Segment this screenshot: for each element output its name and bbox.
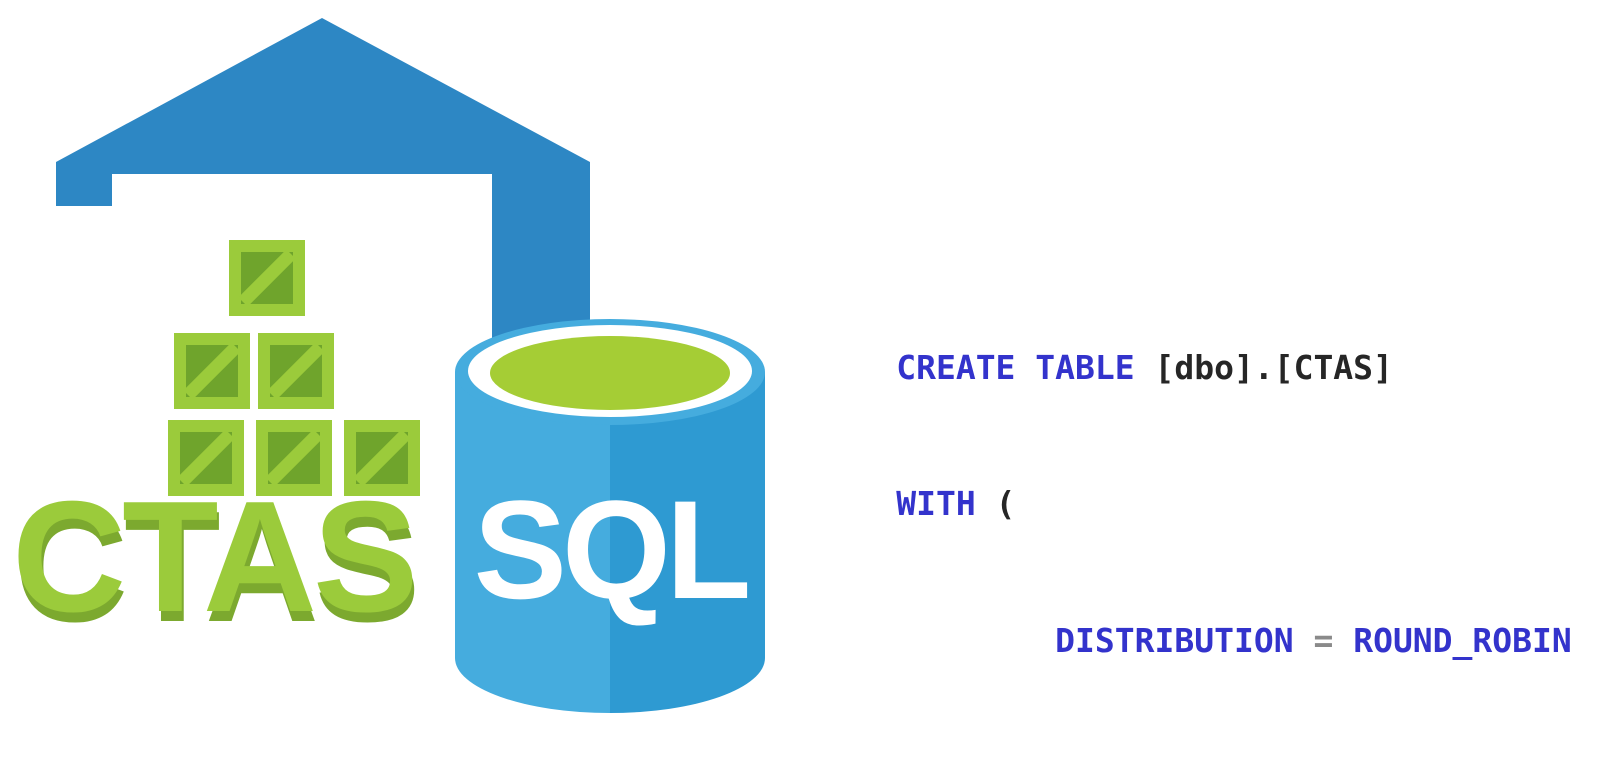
crate-icon	[168, 420, 244, 496]
database-cylinder-icon	[455, 319, 765, 713]
code-token-keyword: WITH	[896, 484, 996, 523]
code-token-identifier: [dbo].[CTAS]	[1154, 347, 1393, 387]
code-line: CREATE TABLE [dbo].[CTAS]	[777, 299, 1600, 436]
code-token-operator: =	[1313, 620, 1354, 660]
code-line: )	[777, 709, 1600, 758]
crate-icon	[344, 420, 420, 496]
cylinder-top-green	[490, 336, 730, 410]
code-token-indent	[896, 621, 1055, 660]
crate-diagonal	[183, 342, 241, 400]
cylinder-body	[455, 372, 765, 713]
code-token-keyword: CREATE TABLE	[896, 347, 1155, 387]
crate-icon	[258, 333, 334, 409]
code-token-paren: (	[995, 484, 1016, 523]
crate-diagonal	[238, 249, 296, 307]
code-line: DISTRIBUTION = ROUND_ROBIN	[777, 572, 1600, 709]
crate-diagonal	[177, 429, 235, 487]
warehouse-icon	[56, 18, 590, 490]
crate-diagonal	[267, 342, 325, 400]
sql-code-block: CREATE TABLE [dbo].[CTAS] WITH ( DISTRIB…	[777, 299, 1600, 758]
code-token-keyword: DISTRIBUTION	[1055, 620, 1314, 660]
sql-wordmark: SQL	[473, 471, 752, 628]
crate-icon	[256, 420, 332, 496]
crate-icon	[174, 333, 250, 409]
code-token-keyword: ROUND_ROBIN	[1353, 620, 1572, 660]
crate-diagonal	[265, 429, 323, 487]
crate-diagonal	[353, 429, 411, 487]
crate-icon	[229, 240, 305, 316]
ctas-wordmark: CTAS	[12, 469, 418, 645]
code-line: WITH (	[777, 436, 1600, 573]
